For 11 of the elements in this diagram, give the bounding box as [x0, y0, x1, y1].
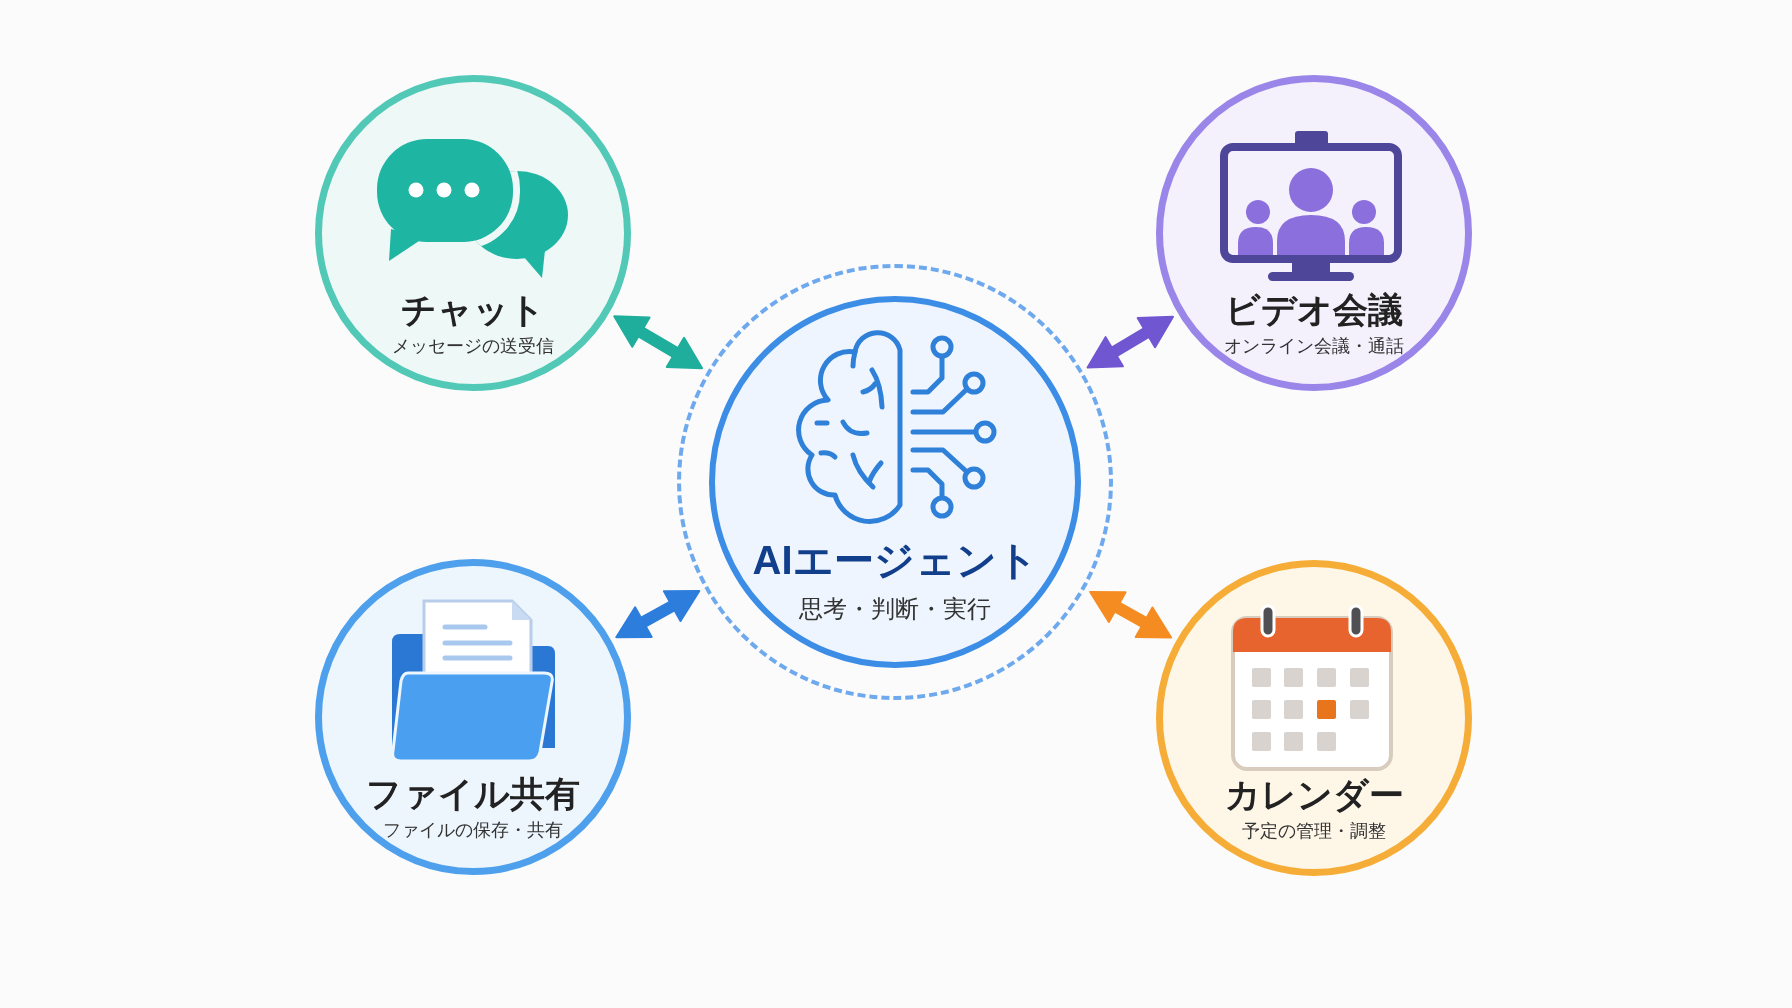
title-text: チャット — [401, 289, 545, 331]
title-text: ファイル共有 — [366, 773, 580, 815]
subtitle-text: 予定の管理・調整 — [1242, 821, 1386, 843]
title-text: AIエージェント — [752, 537, 1038, 584]
subtitle-text: メッセージの送受信 — [392, 336, 554, 358]
subtitle-text: 思考・判断・実行 — [799, 594, 991, 624]
title-text: ビデオ会議 — [1225, 289, 1403, 331]
subtitle-text: ファイルの保存・共有 — [383, 820, 563, 842]
subtitle-text: オンライン会議・通話 — [1224, 336, 1404, 358]
dashed-ring — [677, 264, 1113, 700]
title-text: カレンダー — [1224, 774, 1404, 816]
